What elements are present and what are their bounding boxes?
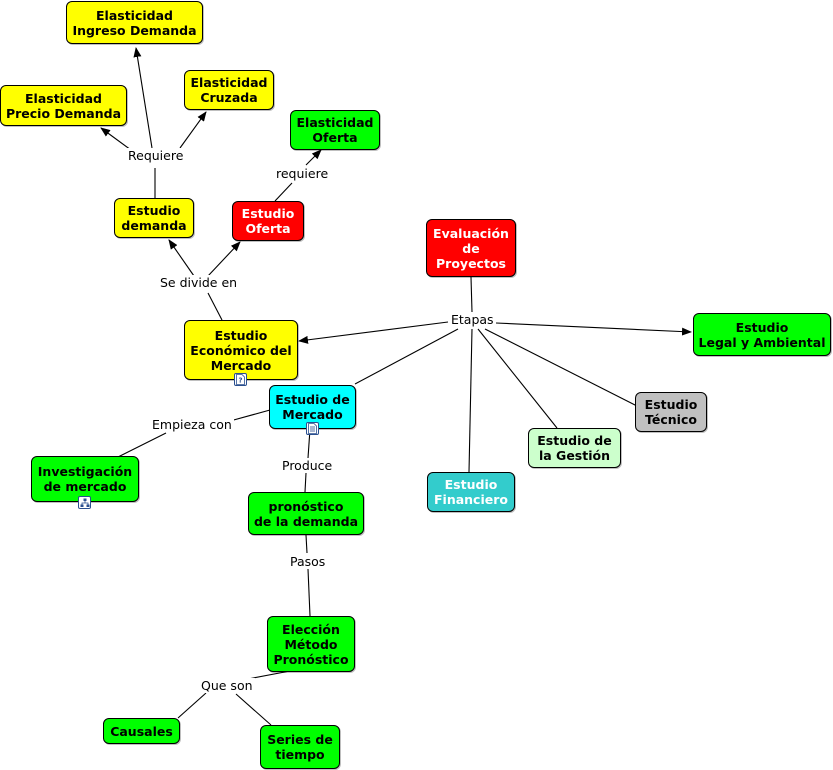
edge-etapas-tecnico: [484, 328, 638, 407]
edge-pronostico-pasos: [305, 534, 308, 554]
edge-requiere-ingreso: [133, 47, 153, 149]
edge-requiere-elasticidad-oferta: [305, 149, 322, 166]
document-icon[interactable]: [306, 422, 319, 435]
concept-elasticidad-cruzada[interactable]: Elasticidad Cruzada: [184, 70, 274, 110]
edge-etapas-financiero: [468, 328, 473, 473]
concept-estudio-financiero[interactable]: Estudio Financiero: [427, 472, 515, 512]
link-label-pasos: Pasos: [288, 554, 328, 569]
link-label-produce: Produce: [280, 458, 335, 473]
concept-estudio-economico-del-mercado[interactable]: Estudio Económico del Mercado: [184, 320, 298, 380]
link-label-se-divide-en: Se divide en: [158, 275, 240, 290]
link-label-que-son: Que son: [199, 678, 255, 693]
edge-etapas-economico: [298, 321, 449, 344]
edge-etapas-gestion: [477, 328, 558, 429]
edge-etapas-legal: [495, 322, 692, 336]
edge-queson-causales: [177, 692, 207, 719]
concept-map-glyph: [80, 498, 89, 507]
link-label-etapas: Etapas: [449, 312, 496, 327]
concept-estudio-legal-y-ambiental[interactable]: Estudio Legal y Ambiental: [693, 313, 831, 356]
concept-elasticidad-precio-demanda[interactable]: Elasticidad Precio Demanda: [0, 85, 127, 126]
edge-requiere-precio: [100, 127, 132, 151]
edge-etapas-mercado: [354, 328, 459, 385]
edge-divide-demanda: [168, 239, 195, 277]
concept-estudio-demanda[interactable]: Estudio demanda: [114, 198, 194, 238]
concept-estudio-tecnico[interactable]: Estudio Técnico: [635, 392, 707, 432]
svg-text:?: ?: [238, 377, 242, 385]
edge-pasos-eleccion: [307, 568, 311, 617]
edge-economico-divide: [207, 292, 223, 321]
link-label-requiere-demanda: Requiere: [126, 148, 186, 163]
edge-evaluacion-etapas: [470, 276, 473, 313]
edge-queson-series: [235, 693, 272, 726]
concept-estudio-oferta[interactable]: Estudio Oferta: [232, 201, 304, 241]
edge-divide-oferta: [207, 241, 241, 277]
concept-eleccion-metodo-pronostico[interactable]: Elección Método Pronóstico: [267, 616, 355, 672]
edge-empieza-investigacion: [117, 432, 167, 458]
concept-pronostico-de-la-demanda[interactable]: pronóstico de la demanda: [248, 492, 364, 535]
concept-elasticidad-ingreso-demanda[interactable]: Elasticidad Ingreso Demanda: [66, 1, 203, 44]
help-document-glyph: ?: [236, 374, 245, 385]
edge-eleccion-queson: [247, 670, 291, 680]
edge-requiere-cruzada: [179, 111, 207, 149]
concept-evaluacion-de-proyectos[interactable]: Evaluación de Proyectos: [426, 219, 516, 277]
concept-estudio-de-la-gestion[interactable]: Estudio de la Gestión: [528, 428, 621, 468]
concept-causales[interactable]: Causales: [103, 718, 180, 744]
concept-map-icon[interactable]: [78, 496, 91, 509]
edge-oferta-requiere: [274, 182, 293, 202]
edge-produce-pronostico: [304, 472, 307, 493]
concept-series-de-tiempo[interactable]: Series de tiempo: [260, 725, 340, 769]
help-document-icon[interactable]: ?: [234, 373, 247, 386]
concept-investigacion-de-mercado[interactable]: Investigación de mercado: [31, 456, 139, 502]
concept-elasticidad-oferta[interactable]: Elasticidad Oferta: [290, 110, 380, 150]
document-glyph: [308, 423, 317, 434]
link-label-empieza-con: Empieza con: [150, 417, 234, 432]
link-label-requiere-oferta: requiere: [274, 166, 331, 181]
edge-mercado-empieza: [229, 409, 271, 422]
